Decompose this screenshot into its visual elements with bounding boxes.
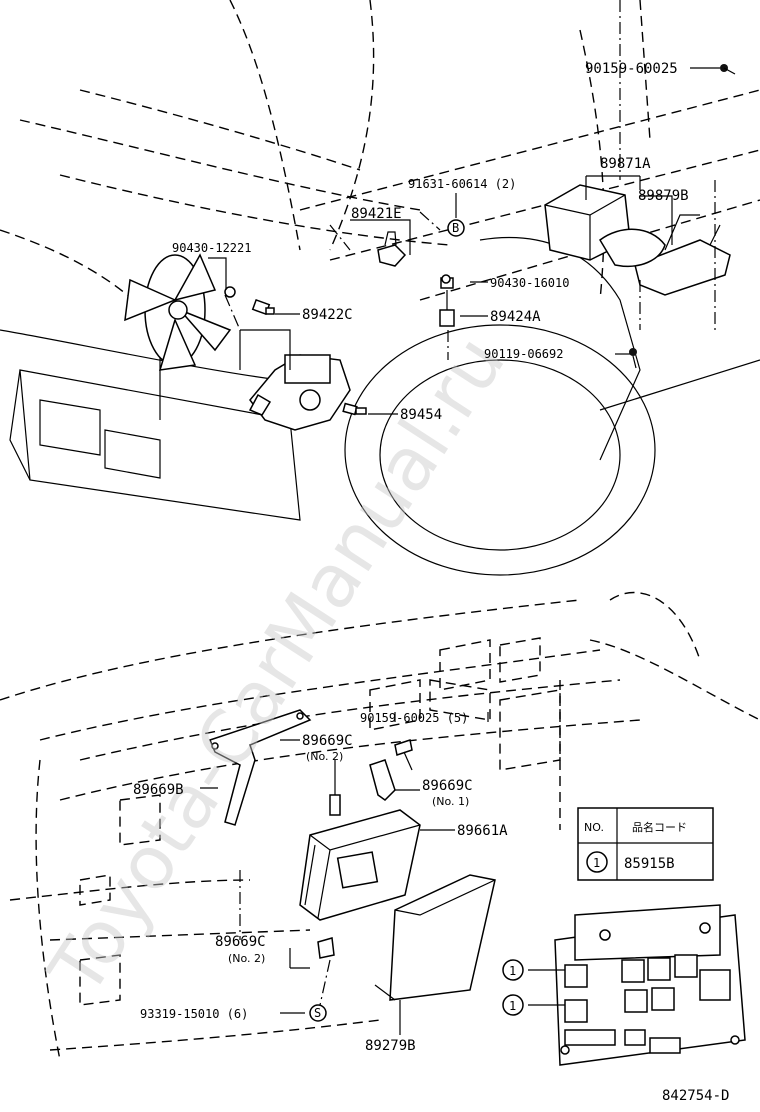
sensor-89421E	[377, 231, 407, 267]
cooling-fan	[124, 253, 232, 371]
nut-icon	[441, 274, 451, 284]
label-89421E: 89421E	[351, 206, 402, 222]
table-row-code: 85915B	[624, 856, 675, 872]
label-90159-60025: 90159-60025	[585, 61, 678, 77]
bolt-icon	[629, 348, 637, 369]
label-89879B: 89879B	[638, 188, 689, 204]
table-row-no: 1	[593, 856, 600, 870]
label-no2-lower: (No. 2)	[228, 952, 265, 965]
relay-callout-1b: 1	[502, 994, 524, 1016]
table-col-no: NO.	[584, 821, 604, 834]
label-91631-60614: 91631-60614 (2)	[408, 177, 516, 191]
label-90430-16010: 90430-16010	[490, 276, 569, 290]
label-89422C: 89422C	[302, 307, 353, 323]
label-no2-upper: (No. 2)	[306, 750, 343, 763]
label-89669C-lower: 89669C	[215, 934, 266, 950]
bolt-icon	[720, 64, 736, 75]
label-89424A: 89424A	[490, 309, 541, 325]
relay-callout-1a: 1	[502, 959, 524, 981]
sensor-89454	[342, 402, 367, 416]
svg-text:1: 1	[509, 999, 516, 1013]
sensor-89424A	[439, 277, 455, 327]
table-col-code: 品名コード	[632, 820, 687, 834]
bracket-89669C-no2-upper	[329, 760, 341, 816]
label-89871A: 89871A	[600, 156, 651, 172]
bracket-89669C-no2-lower	[317, 937, 335, 959]
svg-text:B: B	[452, 221, 459, 235]
leader-lines-top	[208, 0, 720, 415]
screw-icon	[394, 739, 413, 771]
part-code-table: NO. 品名コード 1 85915B	[577, 807, 714, 881]
label-no1: (No. 1)	[432, 795, 469, 808]
svg-text:S: S	[314, 1006, 321, 1020]
label-89661A: 89661A	[457, 823, 508, 839]
label-89669C-upper: 89669C	[302, 733, 353, 749]
label-89454: 89454	[400, 407, 442, 423]
engine-bay-illustration	[0, 0, 760, 576]
module-89871A	[544, 184, 666, 267]
label-89279B: 89279B	[365, 1038, 416, 1054]
bracket-89669B	[208, 709, 312, 826]
part-labels: 90159-60025 89871A 89879B 91631-60614 (2…	[133, 61, 689, 1054]
label-90159-60025-5: 90159-60025 (5)	[360, 711, 468, 725]
label-93319-15010: 93319-15010 (6)	[140, 1007, 248, 1021]
leader-lines-bottom	[200, 712, 565, 1035]
label-90119-06692: 90119-06692	[484, 347, 563, 361]
sensor-89422C	[224, 286, 275, 316]
bracket-89669C-no1	[369, 759, 396, 801]
diagram-id: 842754-D	[662, 1088, 729, 1104]
cover-89279B	[374, 874, 496, 1001]
junction-block	[554, 904, 746, 1066]
callout-s: S	[309, 1004, 327, 1022]
label-89669B: 89669B	[133, 782, 184, 798]
ecu-89661A	[299, 809, 421, 921]
label-90430-12221: 90430-12221	[172, 241, 251, 255]
label-89669C-no1: 89669C	[422, 778, 473, 794]
svg-text:1: 1	[509, 964, 516, 978]
engine-component	[239, 329, 351, 431]
dashboard-illustration	[0, 591, 760, 1066]
callout-b: B	[447, 219, 465, 237]
